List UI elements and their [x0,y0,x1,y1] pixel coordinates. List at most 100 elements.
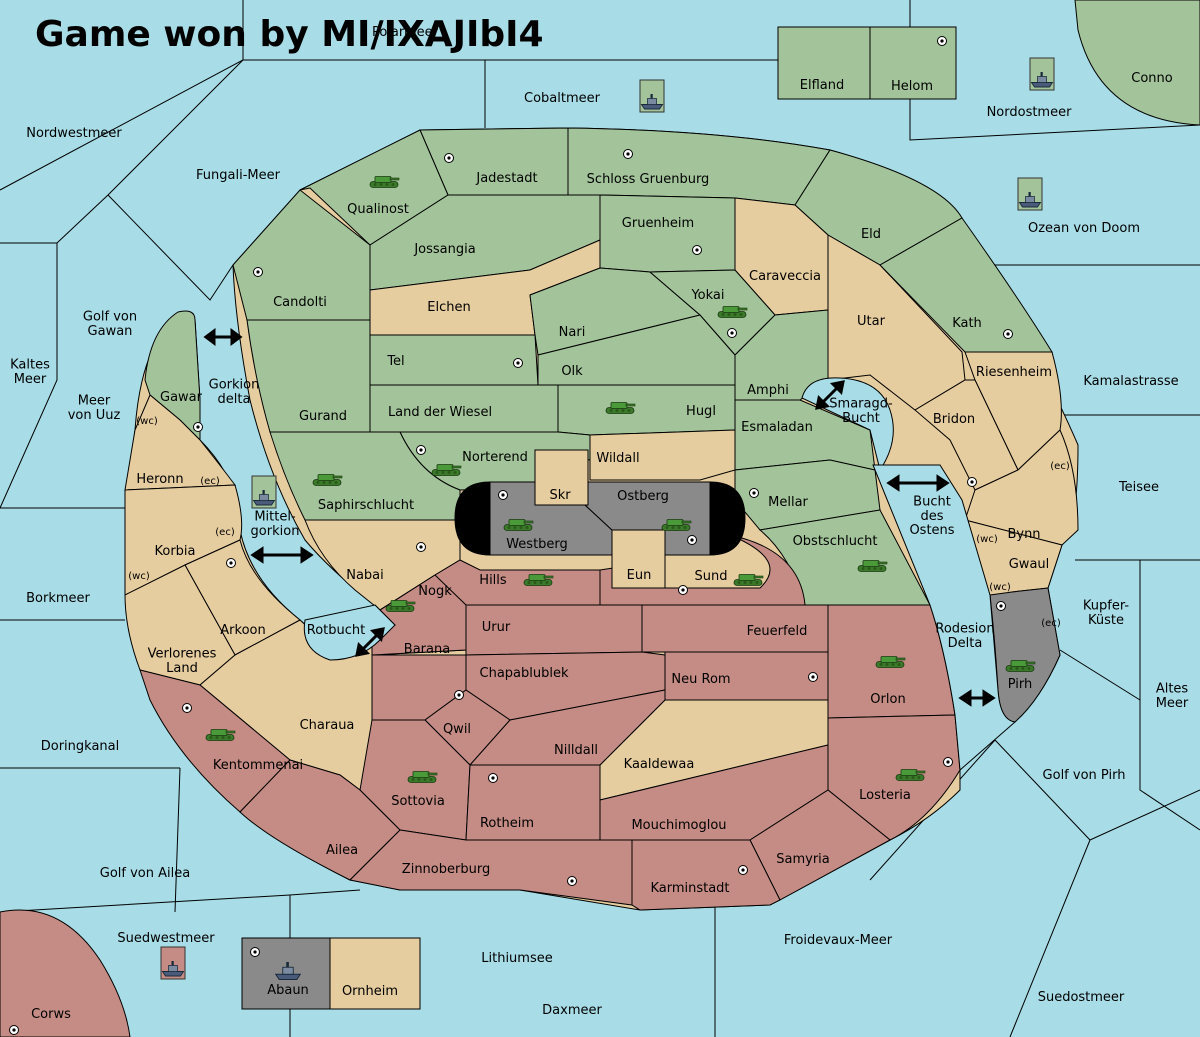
territory-labels: Polarmeer Elfland Helom Conno Cobaltmeer… [10,25,1189,1022]
rodesion-arrow-icon [958,689,996,707]
territory-label: Sund [695,569,728,584]
corws-territory[interactable] [0,909,131,1037]
supply-center-icon [9,1025,19,1035]
game-result-title: Game won by MI/IXAJIbI4 [35,14,544,55]
skr-territory[interactable] [534,449,589,506]
territory-label: Gruenheim [622,216,694,231]
territory-label: Conno [1131,71,1173,86]
territory-label: Mouchimoglou [631,818,726,833]
supply-center-icon [253,267,263,277]
territory-label: Westberg [506,537,568,552]
supply-center-icon [967,477,977,487]
coast-tag: (ec) [1041,618,1061,629]
territory-label: Suedostmeer [1038,990,1125,1005]
coast-tag: (wc) [976,534,998,545]
territory-label: Nordostmeer [987,105,1073,120]
gawar-territory[interactable] [144,310,201,442]
territory-label: Wildall [596,451,639,466]
territory-label: Yokai [690,288,724,303]
territory-label: Rotbucht [307,623,365,638]
bucht-arrow-icon [886,474,950,492]
territory-label: Obstschlucht [793,534,878,549]
territory-label: Tel [386,354,404,369]
eun-territory[interactable] [611,529,666,589]
ornheim-territory[interactable] [329,937,421,1010]
territory-label: Abaun [267,983,309,998]
territory-label: Eun [627,568,652,583]
territory-label: Kamalastrasse [1083,374,1178,389]
territory-label: Nilldall [554,743,598,758]
territory-label: Nari [559,325,586,340]
territory-label: Polarmeer [372,25,439,40]
supply-center-icon [996,601,1006,611]
zinnoberburg-territory[interactable] [348,829,633,906]
territory-label: Lithiumsee [481,951,552,966]
coast-tag: (ec) [1050,461,1070,472]
rotbucht-arrow-icon [355,627,385,657]
territory-label: Samyria [776,852,830,867]
ailea-territory[interactable] [239,759,401,881]
territory-label: Bridon [933,412,975,427]
territory-label: Losteria [859,788,911,803]
supply-center-icon [738,865,748,875]
territory-label: Olk [561,364,583,379]
territory-label: Ozean von Doom [1028,221,1140,236]
territory-label: Pirh [1008,677,1033,692]
territory-label: Barana [404,642,450,657]
territory-label: Jossangia [413,242,475,257]
supply-center-icon [687,535,697,545]
supply-center-icon [250,947,260,957]
territory-label: Borkmeer [26,591,90,606]
conno-territory[interactable] [1074,0,1200,126]
territory-label: Corws [31,1007,71,1022]
territory-label: Korbia [154,544,195,559]
wildall-territory[interactable] [589,429,736,481]
territory-label: Cobaltmeer [524,91,601,106]
territory-label: Heronn [136,472,183,487]
territory-label: Hugl [686,404,716,419]
territory-label: Saphirschlucht [318,498,414,513]
candolti-territory[interactable] [232,189,371,321]
westberg-cap [454,481,491,556]
supply-center-icon [513,358,523,368]
territory-label: Gurand [299,409,347,424]
territory-label: Norterend [462,450,528,465]
supply-center-icon [454,690,464,700]
territory-label: Riesenheim [976,365,1052,380]
territory-label: Ornheim [342,984,398,999]
supply-center-icon [416,445,426,455]
territory-label: Eld [861,227,881,242]
territory-label: Rotheim [480,816,534,831]
coast-tag: (wc) [128,571,150,582]
territory-label: Nogk [418,584,452,599]
territory-label: Ostberg [617,489,669,504]
territory-label: Smaragd-Bucht [829,397,893,426]
supply-center-icon [488,773,498,783]
bucht-des-ostens-water [872,464,1017,772]
karminstadt-territory[interactable] [631,839,781,911]
supply-center-icon [937,36,947,46]
territory-label: Teisee [1118,480,1159,495]
territory-label: Qwil [443,722,471,737]
territory-label: Schloss Gruenburg [587,172,710,187]
territory-label: Mellar [768,495,808,510]
fleet-units [160,57,1055,981]
elfland-territory[interactable] [777,26,871,100]
coast-tag: (ec) [200,476,220,487]
territory-label: Sottovia [391,794,445,809]
supply-center-icon [692,245,702,255]
territory-label: Froidevaux-Meer [784,933,893,948]
supply-center-icon [623,149,633,159]
territory-label: Bynn [1007,527,1040,542]
territory-label: Amphi [747,383,789,398]
territory-label: Doringkanal [41,739,120,754]
supply-center-icon [416,542,426,552]
supply-center-icon [943,757,953,767]
gruenheim-territory[interactable] [599,194,736,273]
supply-center-icon [808,672,818,682]
